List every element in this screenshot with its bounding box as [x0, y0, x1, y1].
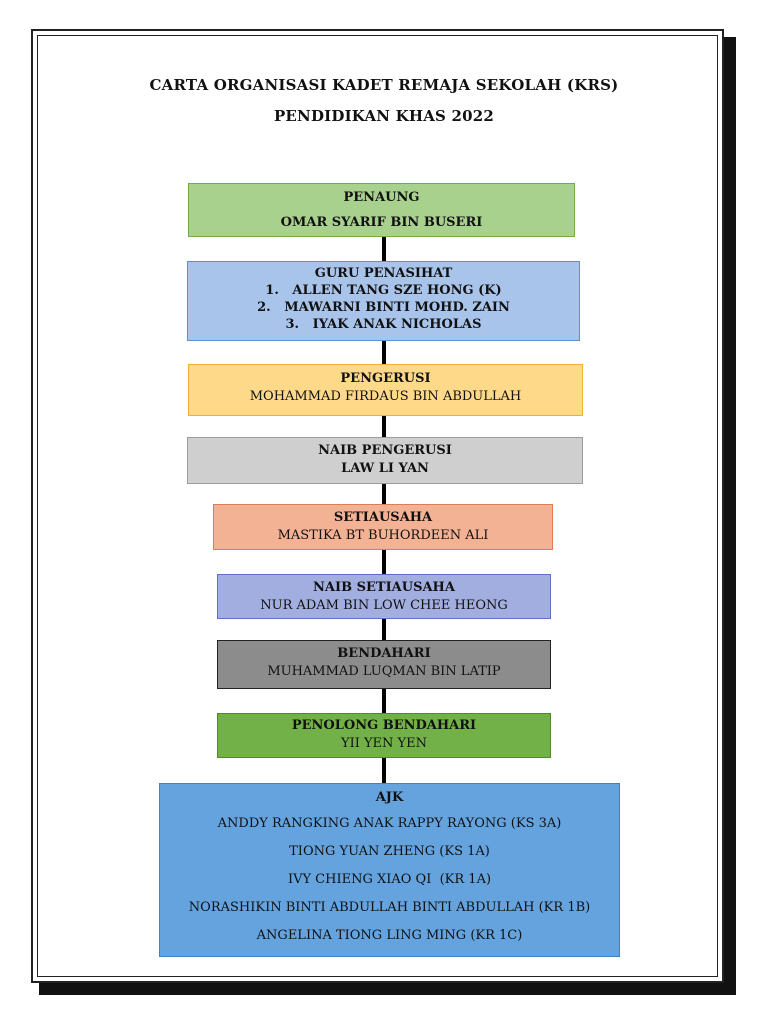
naib-pengerusi-name: LAW LI YAN: [341, 461, 429, 476]
naib-setiausaha-box: NAIB SETIAUSAHA NUR ADAM BIN LOW CHEE HE…: [217, 574, 551, 619]
naib-setiausaha-name: NUR ADAM BIN LOW CHEE HEONG: [260, 598, 508, 613]
bendahari-role: BENDAHARI: [337, 646, 431, 661]
guru-penasihat-box: GURU PENASIHAT 1. ALLEN TANG SZE HONG (K…: [187, 261, 580, 341]
naib-pengerusi-box: NAIB PENGERUSI LAW LI YAN: [187, 437, 583, 484]
penolong-bendahari-name: YII YEN YEN: [340, 736, 427, 751]
penolong-bendahari-box: PENOLONG BENDAHARI YII YEN YEN: [217, 713, 551, 758]
guru-penasihat-member: 2. MAWARNI BINTI MOHD. ZAIN: [257, 300, 510, 315]
page-inner-border: [37, 35, 718, 977]
penaung-box: PENAUNG OMAR SYARIF BIN BUSERI: [188, 183, 575, 237]
naib-pengerusi-role: NAIB PENGERUSI: [318, 443, 452, 458]
setiausaha-box: SETIAUSAHA MASTIKA BT BUHORDEEN ALI: [213, 504, 553, 550]
ajk-member: ANDDY RANGKING ANAK RAPPY RAYONG (KS 3A): [217, 816, 562, 831]
guru-penasihat-member: 3. IYAK ANAK NICHOLAS: [285, 317, 482, 332]
pengerusi-name: MOHAMMAD FIRDAUS BIN ABDULLAH: [249, 389, 522, 404]
penolong-bendahari-role: PENOLONG BENDAHARI: [291, 718, 477, 733]
guru-penasihat-member: 1. ALLEN TANG SZE HONG (K): [265, 283, 502, 298]
pengerusi-box: PENGERUSI MOHAMMAD FIRDAUS BIN ABDULLAH: [188, 364, 583, 416]
penaung-name: OMAR SYARIF BIN BUSERI: [280, 215, 483, 230]
setiausaha-role: SETIAUSAHA: [333, 510, 433, 525]
bendahari-name: MUHAMMAD LUQMAN BIN LATIP: [267, 664, 501, 679]
ajk-member: TIONG YUAN ZHENG (KS 1A): [289, 844, 490, 859]
chart-title-line-1: CARTA ORGANISASI KADET REMAJA SEKOLAH (K…: [149, 76, 619, 94]
penaung-role: PENAUNG: [343, 190, 420, 205]
bendahari-box: BENDAHARI MUHAMMAD LUQMAN BIN LATIP: [217, 640, 551, 689]
ajk-member: IVY CHIENG XIAO QI (KR 1A): [287, 872, 492, 887]
ajk-member: ANGELINA TIONG LING MING (KR 1C): [256, 928, 523, 943]
naib-setiausaha-role: NAIB SETIAUSAHA: [313, 580, 455, 595]
setiausaha-name: MASTIKA BT BUHORDEEN ALI: [277, 528, 489, 543]
guru-penasihat-role: GURU PENASIHAT: [314, 266, 453, 281]
ajk-role: AJK: [375, 790, 404, 805]
ajk-member: NORASHIKIN BINTI ABDULLAH BINTI ABDULLAH…: [188, 900, 591, 915]
pengerusi-role: PENGERUSI: [340, 371, 431, 386]
ajk-box: AJK ANDDY RANGKING ANAK RAPPY RAYONG (KS…: [159, 783, 620, 957]
chart-title-line-2: PENDIDIKAN KHAS 2022: [273, 107, 495, 125]
guru-penasihat-list: 1. ALLEN TANG SZE HONG (K) 2. MAWARNI BI…: [188, 282, 579, 333]
